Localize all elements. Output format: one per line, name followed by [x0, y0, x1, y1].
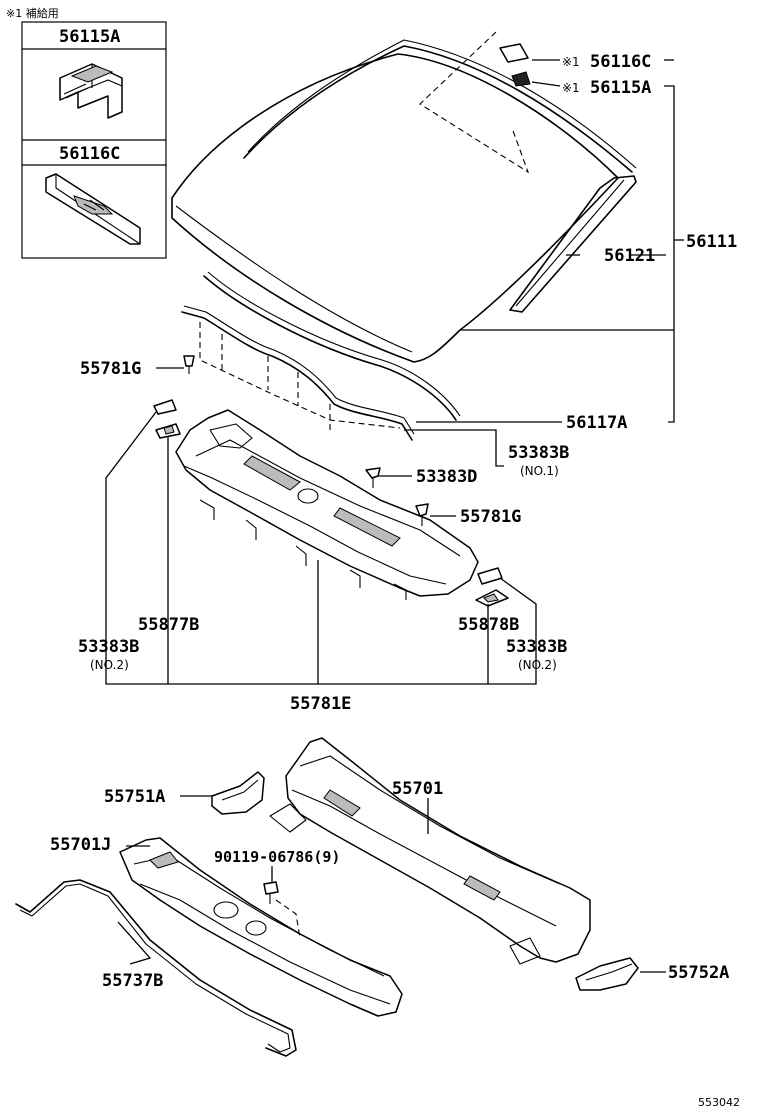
clip-56115A-icon: [59, 63, 123, 119]
label-55877B: 55877B: [138, 615, 199, 635]
bracket-55878B: [475, 589, 509, 607]
hose-55737B: [15, 879, 297, 1057]
bracket-55877B: [155, 423, 181, 439]
label-55878B: 55878B: [458, 615, 519, 635]
seal-53383B-left: [153, 399, 177, 415]
label-56121: 56121: [604, 246, 655, 266]
label-90119: 90119-06786(9): [214, 848, 340, 866]
clip-53383D: [365, 467, 381, 488]
clip-56116C-icon: [45, 173, 141, 245]
label-53383B-right-sub: (NO.2): [518, 658, 557, 672]
bracket-55751A: [211, 771, 265, 815]
label-56115A: 56115A: [590, 78, 651, 98]
mark-56116C: ※1: [562, 55, 580, 69]
legend-label-56116C: 56116C: [59, 144, 120, 164]
label-53383D: 53383D: [416, 467, 477, 487]
label-53383B-top: 53383B: [508, 443, 569, 463]
label-55701J: 55701J: [50, 835, 111, 855]
label-55781G-left: 55781G: [80, 359, 141, 379]
label-55781E: 55781E: [290, 694, 351, 714]
callout-labels: ※1 56116C ※1 56115A 56111 56121 56117A 5…: [50, 52, 740, 1109]
glass-clip-56115A: [511, 71, 531, 87]
label-55737B: 55737B: [102, 971, 163, 991]
clip-55781G-right: [415, 503, 429, 526]
label-53383B-right: 53383B: [506, 637, 567, 657]
cowl-panel-55701: [269, 737, 591, 965]
glass-clip-56116C: [499, 43, 529, 63]
label-55701: 55701: [392, 779, 443, 799]
label-56116C: 56116C: [590, 52, 651, 72]
bracket-55752A: [575, 957, 639, 991]
legend-box: 56115A 56116C: [21, 21, 167, 259]
clip-55781G-left: [183, 355, 195, 374]
label-53383B-left-sub: (NO.2): [90, 658, 129, 672]
supply-note-text: ※1 補給用: [6, 6, 59, 20]
label-56111: 56111: [686, 232, 737, 252]
legend-label-56115A: 56115A: [59, 27, 120, 47]
weatherstrip-56117A: [181, 271, 461, 441]
diagram-code: 553042: [698, 1096, 740, 1109]
mark-56115A: ※1: [562, 81, 580, 95]
seal-53383B-right: [477, 567, 503, 585]
label-53383B-left: 53383B: [78, 637, 139, 657]
label-56117A: 56117A: [566, 413, 627, 433]
label-55781G-right: 55781G: [460, 507, 521, 527]
supply-note: ※1 補給用: [6, 6, 59, 20]
cowl-top-panel-55781E: [175, 409, 479, 600]
label-53383B-top-sub: (NO.1): [520, 464, 559, 478]
cowl-inner-55701J: [119, 837, 403, 1017]
windshield-glass: [171, 31, 637, 363]
label-55751A: 55751A: [104, 787, 165, 807]
label-55752A: 55752A: [668, 963, 729, 983]
bolt-90119: [263, 881, 301, 939]
leader-lines: [105, 59, 684, 973]
